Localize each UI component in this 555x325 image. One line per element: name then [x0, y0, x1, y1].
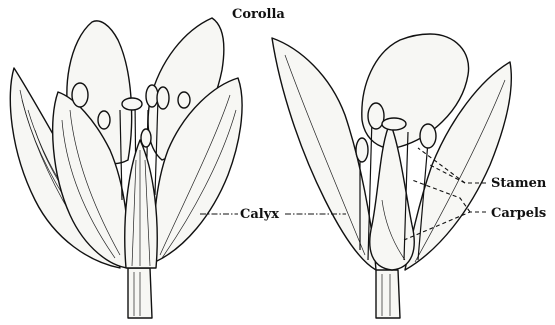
- carpels-label: Carpels: [491, 207, 546, 220]
- corolla-label: Corolla: [232, 8, 285, 21]
- sectioned-flower-illustration: [272, 34, 511, 318]
- stamen-label: Stamen: [491, 177, 546, 190]
- calyx-label: Calyx: [240, 208, 279, 221]
- right-stem: [376, 270, 400, 318]
- whole-flower-illustration: [10, 18, 242, 318]
- left-calyx-sepal: [125, 140, 157, 268]
